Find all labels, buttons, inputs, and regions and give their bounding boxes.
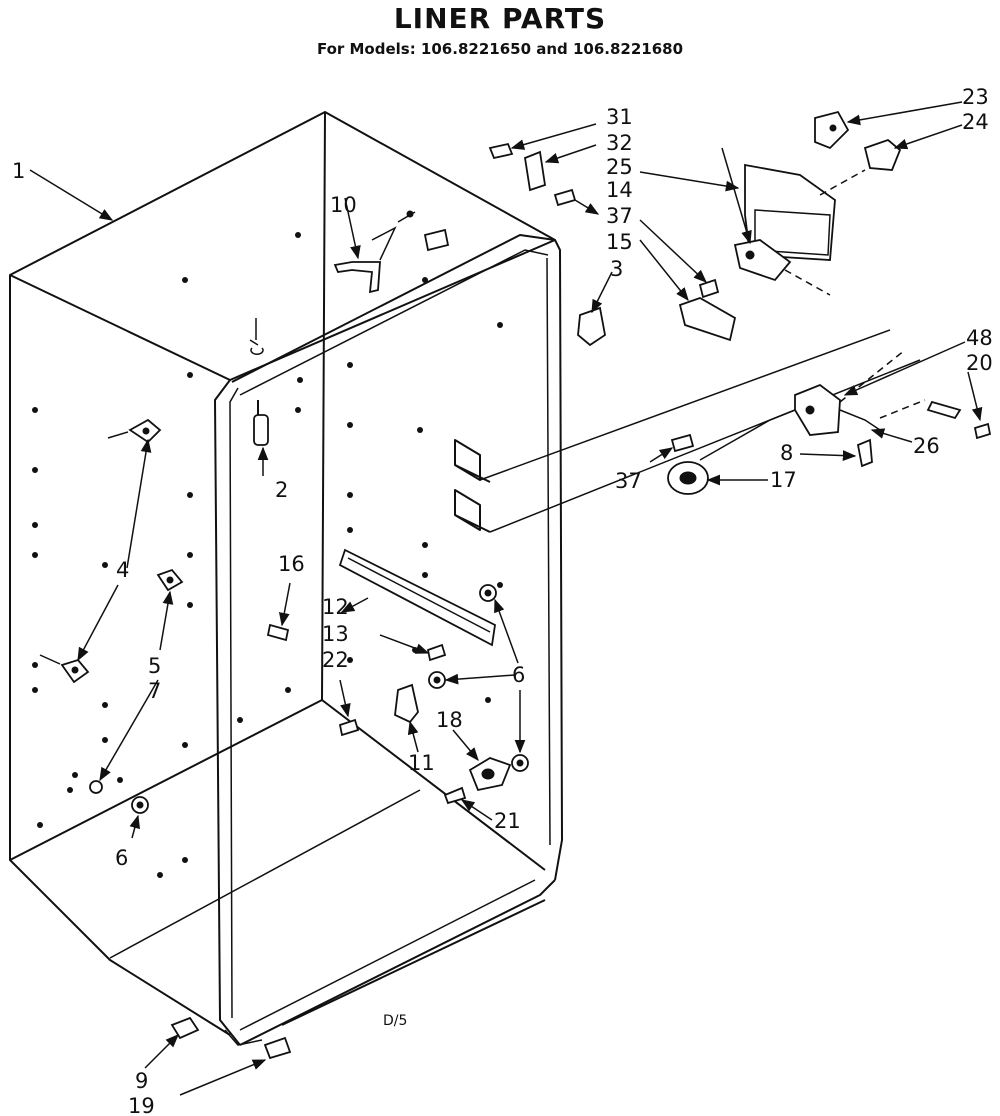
callout-14: 14 [606,178,633,202]
callout-7: 7 [148,679,161,703]
callout-22: 22 [322,648,349,672]
callout-25: 25 [606,155,633,179]
callout-6-left: 6 [115,846,128,870]
part-2-sensor [253,400,269,446]
callout-5: 5 [148,654,161,678]
callout-15: 15 [606,230,633,254]
control-assembly-lower [667,349,992,495]
callout-21: 21 [494,809,521,833]
interior-screws [266,584,529,805]
callout-3: 3 [610,257,623,281]
callout-37-lower: 37 [615,469,642,493]
callout-13: 13 [322,622,349,646]
callout-18: 18 [436,708,463,732]
callout-16: 16 [278,552,305,576]
leader-lines [29,101,983,1096]
callout-4: 4 [116,558,129,582]
part-12-rail [338,548,496,647]
page-title: LINER PARTS [393,2,607,35]
callout-32: 32 [606,131,633,155]
callout-37-upper: 37 [606,204,633,228]
mounting-holes [32,232,503,878]
diagram-code: D/5 [383,1013,407,1029]
callout-48: 48 [966,326,993,350]
callout-26: 26 [913,434,940,458]
liner-cabinet [9,111,563,1046]
part-11-hinge [394,683,419,724]
callout-8: 8 [780,441,793,465]
callout-6-right-top: 6 [512,663,525,687]
callout-1: 1 [12,159,25,183]
part-18-knob [468,757,512,792]
callout-23: 23 [962,85,989,109]
callout-9: 9 [135,1069,148,1093]
callout-10: 10 [330,193,357,217]
callout-31: 31 [606,105,633,129]
left-wall-parts [39,418,184,814]
bottom-parts [170,1016,292,1060]
callout-19: 19 [128,1094,155,1116]
duct-openings [454,329,921,533]
callout-12: 12 [322,595,349,619]
callout-20: 20 [966,351,993,375]
callout-24: 24 [962,110,989,134]
part-10-bracket [333,210,450,294]
control-assembly-upper [488,110,902,347]
callout-2: 2 [275,478,288,502]
callout-17: 17 [770,468,797,492]
page-subtitle: For Models: 106.8221650 and 106.8221680 [316,40,684,58]
callout-11: 11 [408,751,435,775]
